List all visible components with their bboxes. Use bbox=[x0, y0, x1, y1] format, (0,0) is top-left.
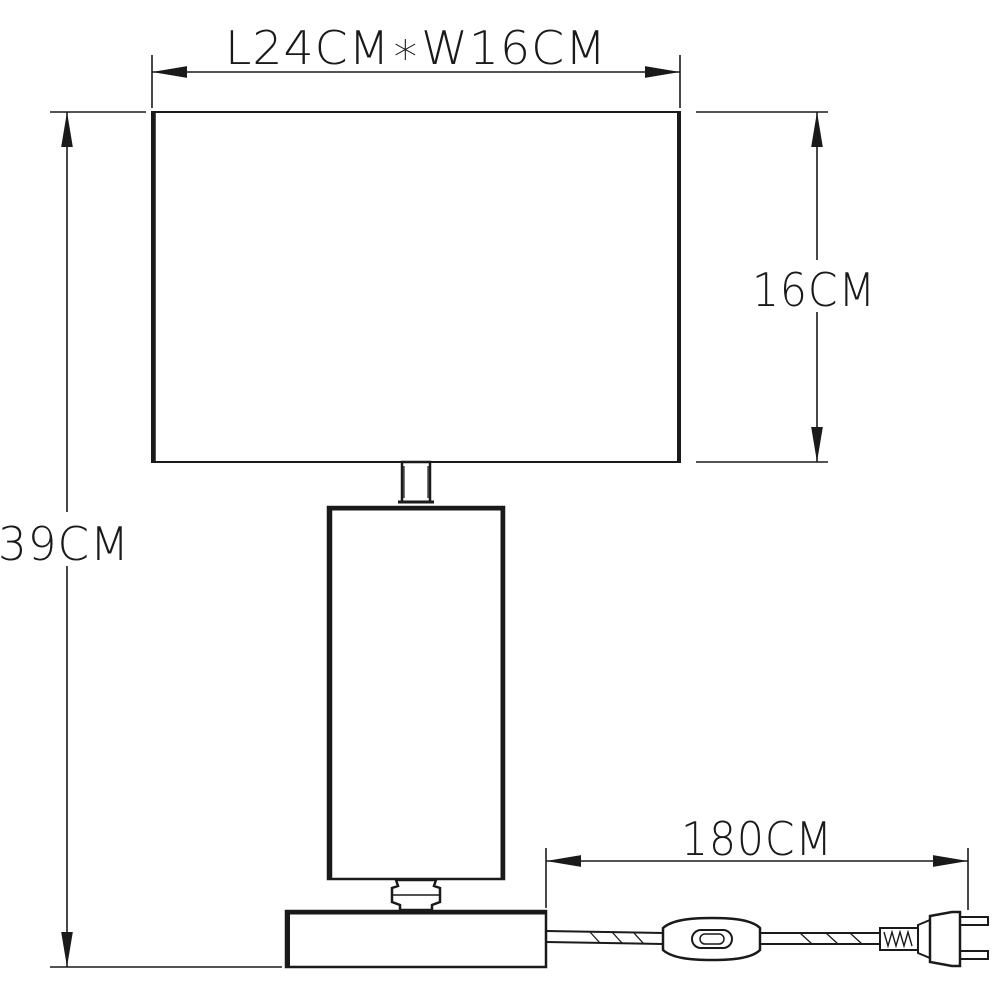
lamp-shade bbox=[151, 111, 681, 463]
shade-size-label: L24CM∗W16CM bbox=[225, 21, 607, 75]
inline-switch bbox=[661, 916, 762, 962]
lamp-neck bbox=[398, 460, 434, 504]
shade-height-label: 16CM bbox=[752, 263, 876, 317]
power-cable bbox=[545, 930, 880, 945]
dimension-total-height: 39CM bbox=[0, 111, 282, 968]
total-height-label: 39CM bbox=[0, 517, 130, 571]
lamp-connector bbox=[390, 878, 442, 912]
power-plug bbox=[879, 910, 989, 968]
cable-length-label: 180CM bbox=[681, 812, 833, 866]
lamp-base bbox=[284, 909, 548, 969]
dimension-shade-width: L24CM∗W16CM bbox=[151, 21, 681, 108]
dimension-shade-height: 16CM bbox=[696, 111, 876, 463]
dimension-cable-length: 180CM bbox=[545, 812, 969, 910]
lamp-body bbox=[326, 505, 506, 881]
